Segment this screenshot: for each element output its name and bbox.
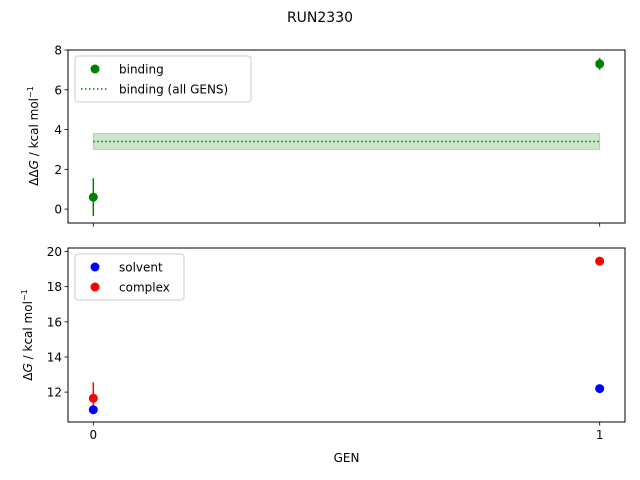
top-y-tick-label-0: 0 [54,203,62,217]
solvent-complex-panel: 12 14 16 18 20 0 1 ΔG / kcal mol−1 GEN solven… [20,245,626,465]
solvent-complex-legend: solvent complex [74,253,185,301]
binding-point-gen-1 [595,59,605,69]
x-axis-label: GEN [334,451,360,465]
binding-y-axis-label: ΔΔG / kcal mol−1 [26,86,41,186]
binding-legend: binding binding (all GENS) [74,55,252,103]
solvent-complex-legend-box [74,253,185,301]
legend-marker-complex [90,282,100,292]
bottom-y-tick-label-18: 18 [47,280,62,294]
solvent-point-gen-0 [88,405,98,415]
legend-marker-binding [90,64,100,74]
binding-panel: 0 2 4 6 8 ΔΔG / kcal mol−1 binding binding (… [26,44,626,227]
legend-label-complex: complex [119,281,170,295]
bottom-y-tick-label-12: 12 [47,386,62,400]
solvent-complex-y-axis-label: ΔG / kcal mol−1 [20,289,35,380]
complex-point-gen-1 [595,256,605,266]
bottom-y-tick-label-16: 16 [47,315,62,329]
top-y-tick-label-6: 6 [54,83,62,97]
top-y-tick-label-4: 4 [54,123,62,137]
figure-title: RUN2330 [287,10,353,26]
legend-marker-solvent [90,262,100,272]
binding-point-gen-0 [88,192,98,202]
legend-label-binding: binding [119,63,164,77]
complex-point-gen-0 [88,393,98,403]
top-y-tick-label-8: 8 [54,44,62,58]
bottom-x-tick-label-1: 1 [596,428,604,442]
bottom-x-tick-label-0: 0 [89,428,97,442]
binding-legend-box [74,55,252,103]
bottom-y-tick-label-14: 14 [47,350,62,364]
bottom-y-tick-label-20: 20 [47,245,62,259]
legend-label-binding-all-gens: binding (all GENS) [119,83,228,97]
legend-label-solvent: solvent [119,261,163,275]
solvent-point-gen-1 [595,384,605,394]
top-y-tick-label-2: 2 [54,163,62,177]
